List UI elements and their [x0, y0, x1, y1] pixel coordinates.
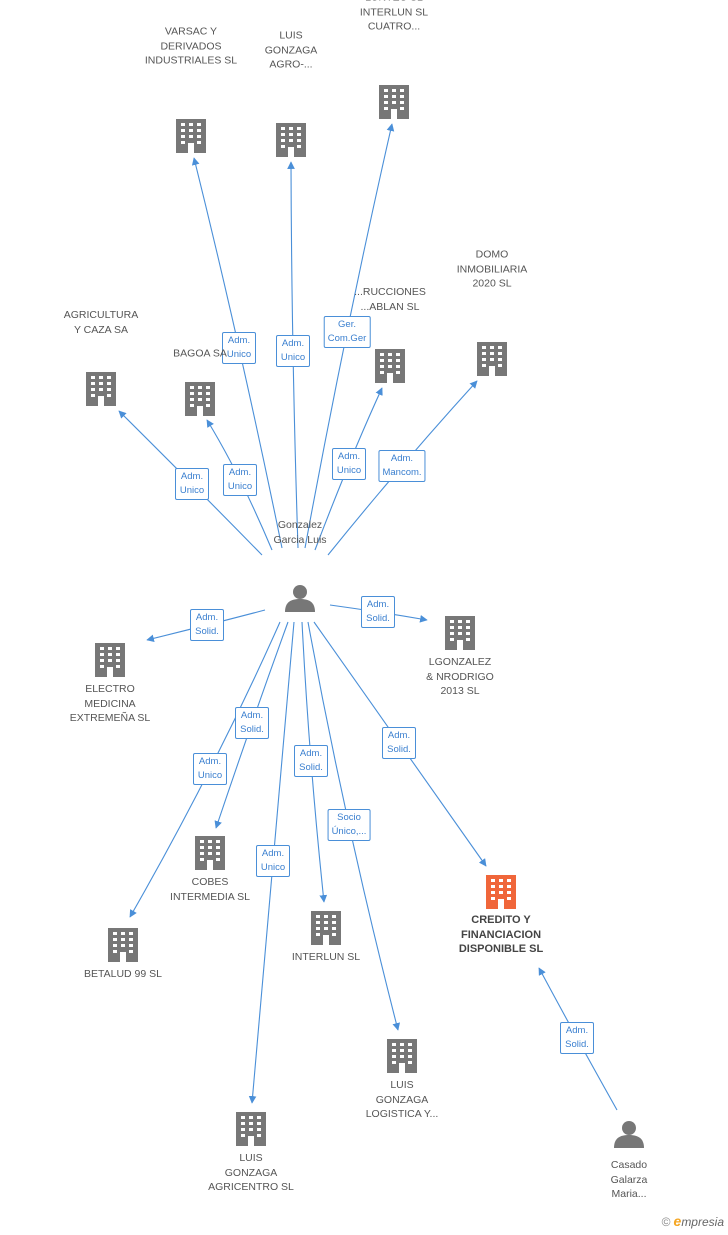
- copyright-symbol: ©: [661, 1215, 671, 1229]
- edge-label-gonzalez-to-construcciones[interactable]: Adm. Unico: [332, 448, 366, 480]
- node-label-agricultura[interactable]: AGRICULTURA Y CAZA SA: [63, 309, 139, 336]
- edge-label-gonzalez-to-electro[interactable]: Adm. Solid.: [190, 609, 224, 641]
- building-icon-electro[interactable]: [95, 643, 125, 677]
- edge-label-casado-to-credito[interactable]: Adm. Solid.: [560, 1022, 594, 1054]
- edge-label-gonzalez-to-bagoa[interactable]: Adm. Unico: [223, 464, 257, 496]
- building-icon-agricentro[interactable]: [236, 1112, 266, 1146]
- building-icon-logistica[interactable]: [387, 1039, 417, 1073]
- node-label-electro[interactable]: ELECTRO MEDICINA EXTREMEÑA SL: [69, 683, 151, 724]
- edge-label-gonzalez-to-varsac[interactable]: Adm. Unico: [222, 332, 256, 364]
- node-label-gonzaga_agro[interactable]: LUIS GONZAGA AGRO-...: [264, 29, 318, 71]
- edge-label-gonzalez-to-lgonzalez[interactable]: Adm. Solid.: [361, 596, 395, 628]
- edge-label-gonzalez-to-betalud[interactable]: Adm. Unico: [193, 753, 227, 785]
- node-label-agricentro[interactable]: LUIS GONZAGA AGRICENTRO SL: [208, 1152, 294, 1193]
- empresia-logo[interactable]: ©empresia: [662, 1213, 724, 1229]
- building-icon-gonzaga_agro[interactable]: [276, 123, 306, 157]
- logo-text: mpresia: [681, 1215, 724, 1229]
- logo-initial: e: [673, 1213, 682, 1229]
- building-icon-bagoa[interactable]: [185, 382, 215, 416]
- building-icon-lgonzalez[interactable]: [445, 616, 475, 650]
- edge-label-gonzalez-to-interlun[interactable]: Adm. Solid.: [294, 745, 328, 777]
- node-label-luntec[interactable]: LUNTEC SL INTERLUN SL CUATRO...: [359, 0, 429, 33]
- person-icon-casado[interactable]: [614, 1121, 644, 1148]
- building-icon-domo[interactable]: [477, 342, 507, 376]
- node-label-cobes[interactable]: COBES INTERMEDIA SL: [170, 876, 250, 903]
- building-icon-betalud[interactable]: [108, 928, 138, 962]
- node-label-betalud[interactable]: BETALUD 99 SL: [83, 968, 162, 980]
- building-icon-interlun[interactable]: [311, 911, 341, 945]
- edge-label-gonzalez-to-luntec[interactable]: Ger. Com.Ger: [323, 316, 371, 348]
- node-label-domo[interactable]: DOMO INMOBILIARIA 2020 SL: [456, 248, 528, 290]
- edge-label-gonzalez-to-gonzaga_agro[interactable]: Adm. Unico: [276, 335, 310, 367]
- edge-label-gonzalez-to-agricultura[interactable]: Adm. Unico: [175, 468, 209, 500]
- edge-label-gonzalez-to-logistica[interactable]: Socio Único,...: [327, 809, 371, 841]
- node-label-logistica[interactable]: LUIS GONZAGA LOGISTICA Y...: [365, 1079, 439, 1120]
- node-label-gonzalez[interactable]: Gonzalez Garcia Luis: [273, 519, 327, 546]
- building-icon-cobes[interactable]: [195, 836, 225, 870]
- building-icon-agricultura[interactable]: [86, 372, 116, 406]
- node-label-lgonzalez[interactable]: LGONZALEZ & NRODRIGO 2013 SL: [426, 656, 494, 697]
- node-label-varsac[interactable]: VARSAC Y DERIVADOS INDUSTRIALES SL: [144, 25, 238, 67]
- edge-label-gonzalez-to-credito[interactable]: Adm. Solid.: [382, 727, 416, 759]
- edge-label-gonzalez-to-domo[interactable]: Adm. Mancom.: [378, 450, 426, 482]
- node-label-bagoa[interactable]: BAGOA SA: [173, 347, 227, 360]
- building-icon-credito[interactable]: [486, 875, 516, 909]
- edge-label-gonzalez-to-cobes[interactable]: Adm. Solid.: [235, 707, 269, 739]
- edge-label-gonzalez-to-agricentro[interactable]: Adm. Unico: [256, 845, 290, 877]
- building-icon-varsac[interactable]: [176, 119, 206, 153]
- node-label-interlun[interactable]: INTERLUN SL: [291, 951, 361, 963]
- building-icon-luntec[interactable]: [379, 85, 409, 119]
- node-label-credito[interactable]: CREDITO Y FINANCIACION DISPONIBLE SL: [458, 914, 544, 955]
- node-label-casado[interactable]: Casado Galarza Maria...: [610, 1159, 648, 1200]
- building-icon-construcciones[interactable]: [375, 349, 405, 383]
- person-icon-gonzalez[interactable]: [285, 585, 315, 612]
- node-label-construcciones[interactable]: ...RUCCIONES ...ABLAN SL: [354, 286, 426, 313]
